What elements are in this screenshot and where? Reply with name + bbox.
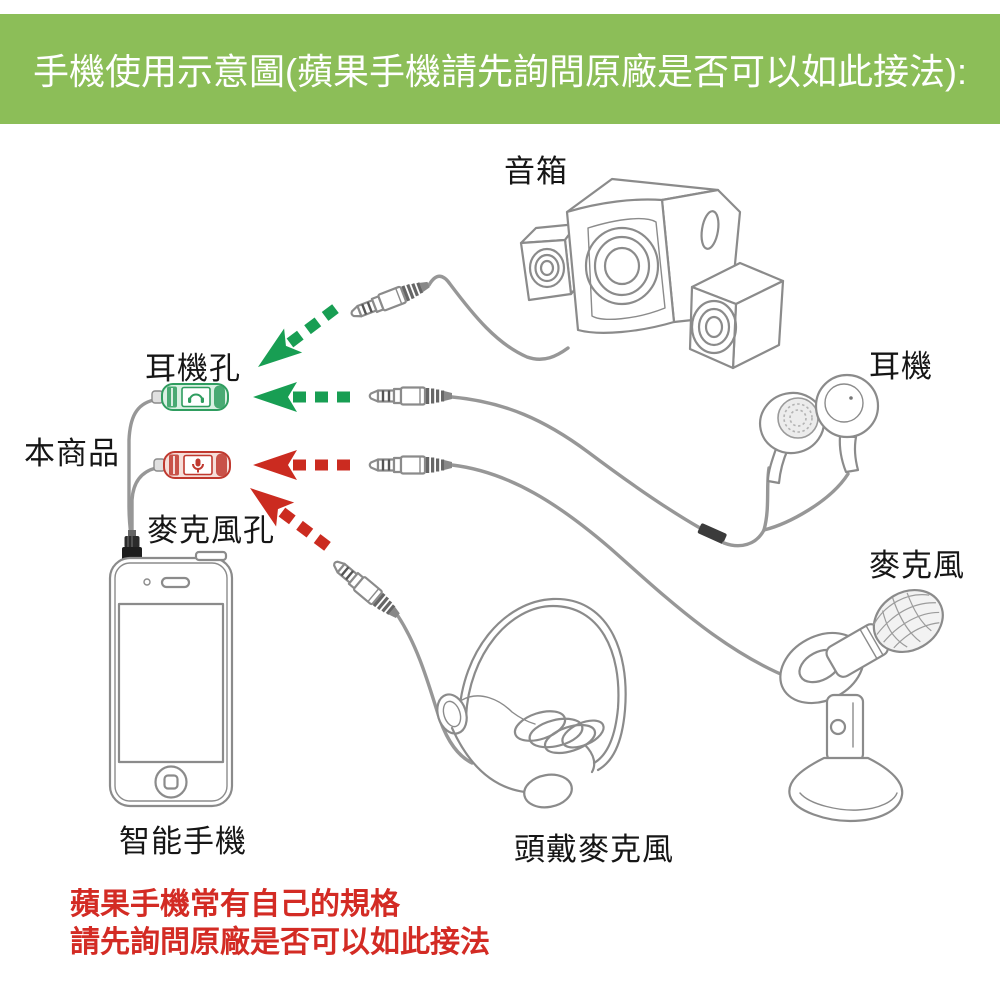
earphone-inline-remote	[697, 523, 727, 544]
headset-microphone-illustration	[436, 597, 627, 809]
splitter-cable-mic-branch	[130, 466, 158, 537]
mic-jack-port	[153, 451, 231, 479]
green-arrow-earphone-to-headphone-jack	[253, 382, 359, 412]
smartphone-label: 智能手機	[119, 824, 247, 859]
earbud-wire-right	[762, 472, 850, 532]
microphone-icon	[192, 458, 204, 473]
speakers-illustration	[427, 177, 785, 370]
page-title: 手機使用示意圖(蘋果手機請先詢問原廠是否可以如此接法):	[33, 51, 967, 92]
speaker-cable	[427, 274, 570, 361]
footer-warning-line2: 請先詢問原廠是否可以如此接法	[70, 926, 490, 959]
header-banner: 手機使用示意圖(蘋果手機請先詢問原廠是否可以如此接法):	[0, 14, 1000, 124]
headset-mic-label: 頭戴麥克風	[514, 832, 674, 867]
desktop-microphone-illustration	[779, 589, 944, 823]
earphone-plug	[368, 386, 454, 406]
headset-plug	[328, 555, 405, 624]
headphone-icon	[188, 393, 204, 403]
headphone-jack-label: 耳機孔	[145, 351, 241, 386]
smartphone-illustration	[108, 530, 234, 808]
footer-warning: 蘋果手機常有自己的規格 請先詢問原廠是否可以如此接法	[70, 886, 490, 962]
red-arrow-microphone-to-mic-jack	[253, 450, 359, 480]
satellite-speaker-right	[688, 261, 785, 370]
footer-warning-line1: 蘋果手機常有自己的規格	[70, 888, 400, 921]
headset-cable	[396, 614, 474, 765]
green-arrow-speaker-to-headphone-jack	[249, 291, 352, 379]
this-product-label: 本商品	[24, 436, 120, 471]
speaker-plug	[347, 275, 433, 324]
earphone-cable	[450, 395, 702, 530]
earphones-illustration	[758, 373, 880, 485]
phone-plug	[122, 547, 142, 560]
splitter-adapter	[127, 383, 231, 537]
mic-jack-label: 麥克風孔	[147, 513, 275, 548]
microphone-plug	[368, 455, 454, 475]
earphones-label: 耳機	[869, 349, 933, 384]
microphone-cable	[450, 463, 792, 680]
headphone-jack-port	[151, 383, 229, 411]
speaker-label: 音箱	[504, 154, 568, 189]
microphone-label: 麥克風	[869, 548, 965, 583]
splitter-cable-headphone-branch	[127, 398, 156, 537]
earphone-cable-upper	[722, 528, 766, 548]
